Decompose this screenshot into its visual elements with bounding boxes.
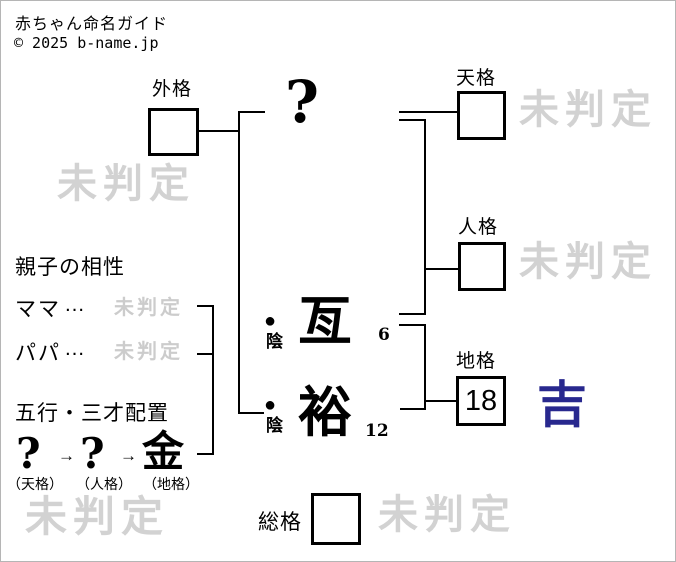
gogyo-arrow-1: → bbox=[58, 446, 75, 465]
tenkaku-label: 天格 bbox=[456, 68, 497, 89]
name-char-1: 亙 bbox=[298, 289, 352, 353]
stroke-count-char2: 12 bbox=[365, 421, 389, 441]
copyright-text: © 2025 b-name.jp bbox=[14, 34, 159, 52]
papa-verdict: 未判定 bbox=[114, 339, 183, 363]
watermark-gaikaku: 未判定 bbox=[57, 160, 195, 207]
gaikaku-bracket-bottom-tick bbox=[238, 412, 264, 414]
mama-dots: … bbox=[64, 293, 85, 316]
jinkaku-connector-line bbox=[424, 268, 458, 270]
gogyo-sub-tenkaku: （天格） bbox=[7, 476, 63, 492]
gaikaku-connector-line bbox=[199, 130, 239, 132]
chikaku-value: 18 bbox=[464, 384, 498, 417]
gaikaku-box bbox=[148, 108, 199, 156]
page-title: 赤ちゃん命名ガイド bbox=[15, 16, 169, 33]
jinkaku-bracket-bottom-tick bbox=[399, 313, 426, 315]
surname-char: ? bbox=[285, 68, 319, 136]
watermark-jinkaku: 未判定 bbox=[519, 238, 657, 285]
chikaku-box: 18 bbox=[456, 376, 506, 426]
gogyo-symbol-chikaku: 金 bbox=[142, 427, 185, 476]
gogyo-arrow-2: → bbox=[120, 446, 137, 465]
stroke-count-char1: 6 bbox=[378, 325, 390, 345]
compat-tick-mama bbox=[197, 305, 214, 307]
jinkaku-bracket-line bbox=[424, 119, 426, 315]
gaikaku-label: 外格 bbox=[152, 79, 193, 100]
chikaku-connector-line bbox=[424, 400, 456, 402]
inyo-mark-char1: ● bbox=[264, 310, 277, 332]
chikaku-verdict: 吉 bbox=[537, 375, 587, 434]
jinkaku-box bbox=[458, 242, 506, 291]
compat-tick-papa bbox=[197, 353, 214, 355]
compat-tick-gogyo bbox=[197, 453, 214, 455]
gogyo-sub-chikaku: （地格） bbox=[143, 476, 199, 492]
gogyo-heading: 五行・三才配置 bbox=[15, 402, 169, 425]
mama-verdict: 未判定 bbox=[114, 295, 183, 319]
chikaku-bracket-bottom-tick bbox=[400, 408, 426, 410]
papa-dots: … bbox=[64, 337, 85, 360]
gaikaku-bracket-line bbox=[238, 111, 240, 414]
chikaku-bracket-line bbox=[424, 324, 426, 410]
gogyo-sub-jinkaku: （人格） bbox=[76, 476, 132, 492]
gogyo-symbol-jinkaku: ? bbox=[80, 429, 105, 478]
watermark-soukaku: 未判定 bbox=[378, 491, 516, 538]
tenkaku-connector-line bbox=[399, 111, 457, 113]
watermark-tenkaku: 未判定 bbox=[519, 86, 657, 133]
chikaku-bracket-top-tick bbox=[399, 324, 426, 326]
soukaku-box bbox=[311, 493, 361, 545]
soukaku-label: 総格 bbox=[258, 511, 302, 534]
gaikaku-bracket-top-tick bbox=[238, 111, 265, 113]
chikaku-label: 地格 bbox=[456, 351, 497, 372]
name-char-2: 裕 bbox=[298, 380, 352, 444]
jinkaku-bracket-top-tick bbox=[399, 119, 426, 121]
inyo-label-char2: 陰 bbox=[266, 416, 283, 436]
mama-label: ママ bbox=[15, 298, 61, 321]
inyo-mark-char2: ● bbox=[264, 394, 277, 416]
compat-bracket-line bbox=[212, 305, 214, 455]
compatibility-heading: 親子の相性 bbox=[15, 256, 125, 279]
gogyo-symbol-tenkaku: ? bbox=[16, 429, 41, 478]
papa-label: パパ bbox=[15, 342, 61, 365]
jinkaku-label: 人格 bbox=[458, 217, 499, 238]
inyo-label-char1: 陰 bbox=[266, 332, 283, 352]
tenkaku-box bbox=[457, 91, 506, 140]
watermark-gogyo: 未判定 bbox=[25, 492, 170, 541]
